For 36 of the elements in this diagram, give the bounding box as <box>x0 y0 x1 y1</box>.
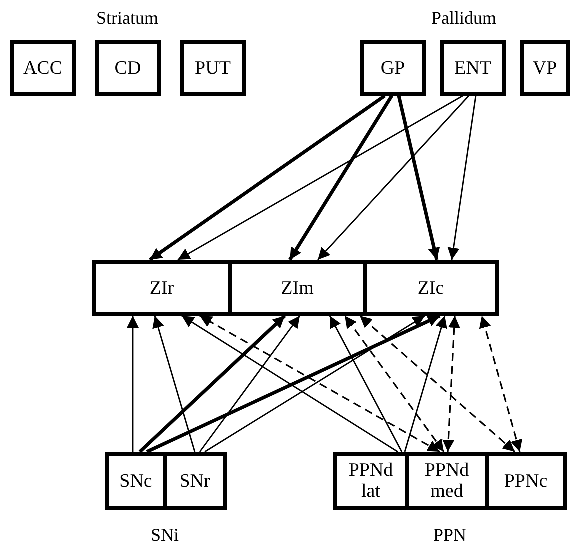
group-heading: Striatum <box>96 8 160 28</box>
dashed-arrow <box>344 316 445 452</box>
dashed-arrow <box>479 316 523 452</box>
dashed-arrow <box>359 315 516 453</box>
region-box: PUT <box>180 40 246 96</box>
region-box: PPNd lat <box>333 452 409 510</box>
arrow <box>329 316 403 452</box>
region-box: ZIr <box>92 260 232 316</box>
arrow <box>138 314 286 454</box>
arrow <box>146 314 441 454</box>
dashed-arrow <box>442 316 460 452</box>
region-box: GP <box>360 40 426 96</box>
region-box: SNr <box>167 452 227 510</box>
arrow <box>317 96 470 260</box>
group-heading: PPN <box>432 525 468 545</box>
arrow <box>448 96 477 260</box>
arrow <box>288 95 394 261</box>
arrow <box>199 316 301 452</box>
arrow <box>404 316 448 452</box>
region-box: CD <box>95 40 161 96</box>
region-box: ZIm <box>232 260 367 316</box>
group-heading: SNi <box>150 525 180 545</box>
region-box: SNc <box>105 452 167 510</box>
arrow <box>149 94 386 262</box>
region-box: PPNd med <box>409 452 489 510</box>
arrow <box>152 316 196 452</box>
group-heading: Pallidum <box>430 8 498 28</box>
arrow <box>397 96 440 260</box>
region-box: VP <box>520 40 570 96</box>
region-box: PPNc <box>489 452 567 510</box>
arrow <box>178 95 464 261</box>
region-box: ACC <box>10 40 76 96</box>
region-box: ZIc <box>367 260 499 316</box>
region-box: ENT <box>440 40 506 96</box>
arrow <box>182 315 398 453</box>
arrow <box>127 316 139 452</box>
